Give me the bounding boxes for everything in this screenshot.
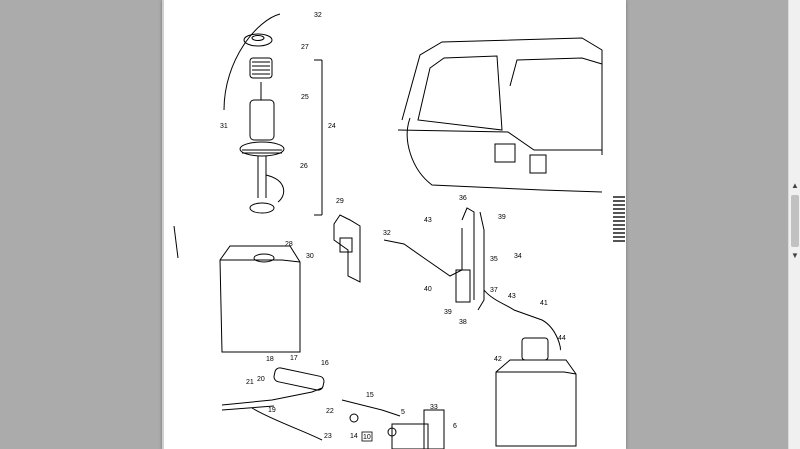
label-44: 44 (558, 335, 566, 342)
label-24: 24 (328, 123, 336, 130)
vertical-scrollbar[interactable]: ▲ ▼ (788, 0, 800, 449)
label-16: 16 (321, 360, 329, 367)
label-23: 23 (324, 433, 332, 440)
label-38: 38 (459, 319, 467, 326)
label-35: 35 (490, 256, 498, 263)
label-30: 30 (306, 253, 314, 260)
arrow-up-icon[interactable]: ▲ (791, 181, 799, 190)
label-32-right: 32 (383, 230, 391, 237)
label-43-lower: 43 (508, 293, 516, 300)
page-edge (162, 0, 164, 449)
label-31: 31 (220, 123, 228, 130)
label-43-upper: 43 (424, 217, 432, 224)
label-42: 42 (494, 356, 502, 363)
label-36: 36 (459, 195, 467, 202)
label-29: 29 (336, 198, 344, 205)
label-20: 20 (257, 376, 265, 383)
label-25: 25 (301, 94, 309, 101)
page-resize-grip[interactable] (613, 196, 625, 246)
exploded-parts-diagram: 32 27 25 31 24 26 29 30 28 43 36 39 32 3… (173, 12, 603, 449)
label-17: 17 (290, 355, 298, 362)
arrow-down-icon[interactable]: ▼ (791, 251, 799, 260)
scrollbar-thumb[interactable] (791, 195, 799, 247)
label-34: 34 (514, 253, 522, 260)
label-26: 26 (300, 163, 308, 170)
document-page: 32 27 25 31 24 26 29 30 28 43 36 39 32 3… (162, 0, 626, 449)
label-40: 40 (424, 286, 432, 293)
label-18: 18 (266, 356, 274, 363)
label-32-top: 32 (314, 12, 322, 19)
label-21: 21 (246, 379, 254, 386)
label-28: 28 (285, 241, 293, 248)
label-10: 10 (363, 434, 371, 441)
label-19: 19 (268, 407, 276, 414)
label-22: 22 (326, 408, 334, 415)
label-39-upper: 39 (498, 214, 506, 221)
label-39-lower: 39 (444, 309, 452, 316)
label-41: 41 (540, 300, 548, 307)
label-37: 37 (490, 287, 498, 294)
label-6: 6 (453, 423, 457, 430)
label-15: 15 (366, 392, 374, 399)
label-14: 14 (350, 433, 358, 440)
label-5: 5 (401, 409, 405, 416)
label-27: 27 (301, 44, 309, 51)
label-33: 33 (430, 404, 438, 411)
